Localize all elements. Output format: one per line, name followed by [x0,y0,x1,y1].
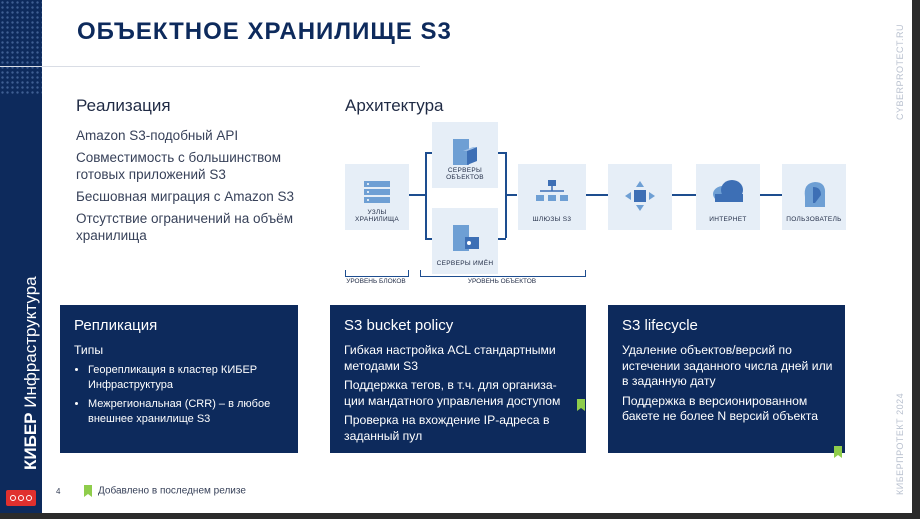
list-item: Георепликация в кластер КИБЕР Инфраструк… [88,363,288,393]
new-release-flag-icon [834,446,842,458]
footer-legend: Добавлено в последнем релизе [84,485,246,497]
network-tree-icon [536,180,568,201]
node-user: ПОЛЬЗОВАТЕЛЬ [782,164,846,230]
card-item: Поддержка в версионированном бакете не б… [622,393,818,424]
cloud-icon [713,180,743,202]
load-balancer-icon [625,181,655,211]
card-lifecycle: S3 lifecycle Удаление объектов/версий по… [608,305,845,458]
card-item: Поддержка тегов, в т.ч. для организа-ции… [344,378,561,408]
side-url: CYBERPROTECT.RU [895,23,905,120]
node-gateways: ШЛЮЗЫ S3 [518,164,586,230]
node-name-servers: СЕРВЕРЫ ИМЁН [432,208,498,274]
architecture-heading: Архитектура [345,96,444,115]
node-internet: ИНТЕРНЕТ [696,164,760,230]
new-release-flag-icon [577,399,585,411]
implementation-heading: Реализация [76,96,171,115]
side-bar: КИБЕР Инфраструктура [0,0,42,513]
implementation-item: Отсутствие ограничений на объём хранилищ… [76,211,293,243]
footer-note: Добавлено в последнем релизе [98,485,246,497]
level-objects-label: УРОВЕНЬ ОБЪЕКТОВ [467,278,537,285]
level-bracket [420,270,586,277]
card-title: S3 lifecycle [622,317,698,334]
brand-logo-icon [6,490,36,506]
level-blocks-label: УРОВЕНЬ БЛОКОВ [346,278,406,285]
server-rack-icon [364,181,390,203]
list-item: Межрегиональная (CRR) – в любое внешнее … [88,397,288,427]
page-number: 4 [56,487,61,496]
node-object-servers: СЕРВЕРЫ ОБЪЕКТОВ [432,122,498,188]
level-bracket [345,270,409,277]
card-item: Проверка на вхождение IP-адреса в заданн… [344,413,550,443]
card-subtitle: Типы [74,343,104,357]
node-storage: УЗЛЫ ХРАНИЛИЩА [345,164,409,230]
implementation-item: Бесшовная миграция с Amazon S3 [76,189,295,204]
implementation-item: Amazon S3-подобный API [76,128,239,143]
card-bucket-policy: S3 bucket policy Гибкая настройка ACL ст… [330,305,586,453]
node-balancer [608,164,672,230]
server-cube-icon [453,139,477,165]
title-divider [0,66,420,67]
card-item: Гибкая настройка ACL стандартными метода… [344,343,556,373]
user-head-icon [804,182,826,207]
new-release-flag-icon [84,485,92,497]
architecture-diagram: УЗЛЫ ХРАНИЛИЩА СЕРВЕРЫ ОБЪЕКТОВ СЕРВЕРЫ … [330,118,860,298]
card-replication: Репликация Типы Георепликация в кластер … [60,305,298,453]
slide: КИБЕР Инфраструктура ОБЪЕКТНОЕ ХРАНИЛИЩЕ… [0,0,912,513]
implementation-item: Совместимость с большинством готовых при… [76,150,281,182]
page-title: ОБЪЕКТНОЕ ХРАНИЛИЩЕ S3 [77,18,452,45]
dot-pattern [0,0,42,95]
implementation-list: Amazon S3-подобный API Совместимость с б… [76,127,301,249]
card-item: Удаление объектов/версий по истечении за… [622,343,833,388]
server-id-icon [453,225,479,251]
card-title: S3 bucket policy [344,317,454,334]
card-title: Репликация [74,317,158,334]
side-brand: КИБЕР Инфраструктура [21,276,40,470]
